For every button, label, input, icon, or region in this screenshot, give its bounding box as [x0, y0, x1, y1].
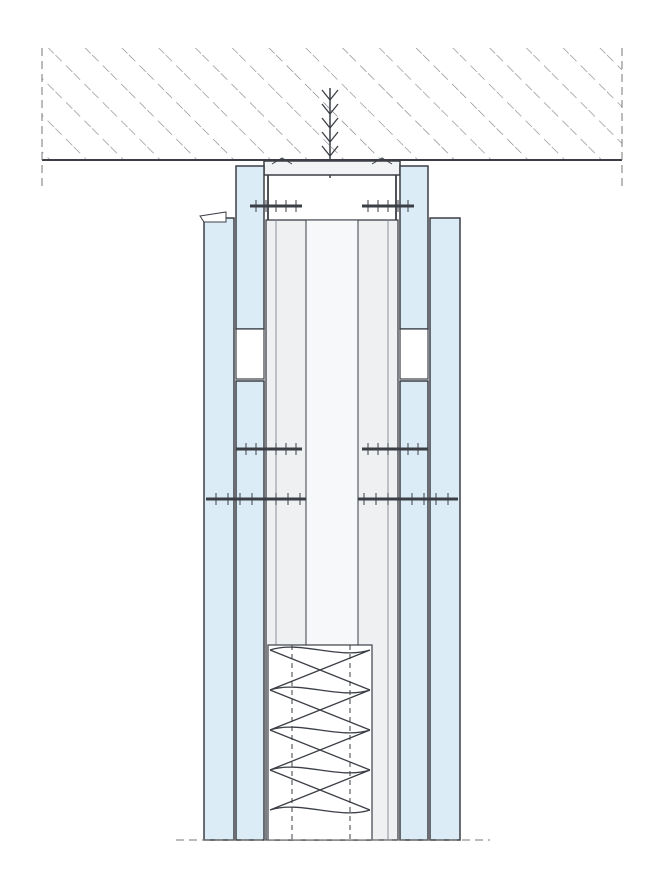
- plasterboard-inner-right-top: [399, 165, 429, 330]
- insulation-pattern: [269, 646, 371, 814]
- angle-bead-left: [199, 211, 227, 223]
- track-seal: [271, 157, 393, 165]
- plasterboard-inner-left-top: [235, 165, 265, 330]
- drywall-screws: [206, 200, 458, 505]
- inner-boards-lower: [235, 380, 429, 841]
- outer-boards: [199, 211, 461, 841]
- plasterboard-outer-right: [429, 217, 461, 841]
- ceiling-slab: [41, 48, 623, 190]
- insulation-batt: [267, 644, 373, 841]
- plasterboard-inner-left: [235, 380, 265, 841]
- plasterboard-inner-right: [399, 380, 429, 841]
- screw-top-left: [250, 200, 302, 212]
- mineral-wool-insulation: [267, 644, 373, 841]
- screw-mid-right: [362, 443, 428, 455]
- left-upper-boards: [235, 165, 265, 380]
- right-upper-boards: [399, 165, 429, 380]
- deflection-gap-right: [399, 328, 429, 380]
- screw-low-right: [358, 493, 458, 505]
- ceiling-slab-hatch: [42, 48, 622, 160]
- deflection-gap-left: [235, 328, 265, 380]
- plasterboard-outer-left: [203, 217, 235, 841]
- screw-low-left: [206, 493, 306, 505]
- screw-mid-left: [236, 443, 302, 455]
- insulation-edges: [291, 645, 351, 840]
- screw-top-right: [362, 200, 414, 212]
- anchor-barbs: [321, 89, 339, 158]
- track-web: [263, 160, 401, 176]
